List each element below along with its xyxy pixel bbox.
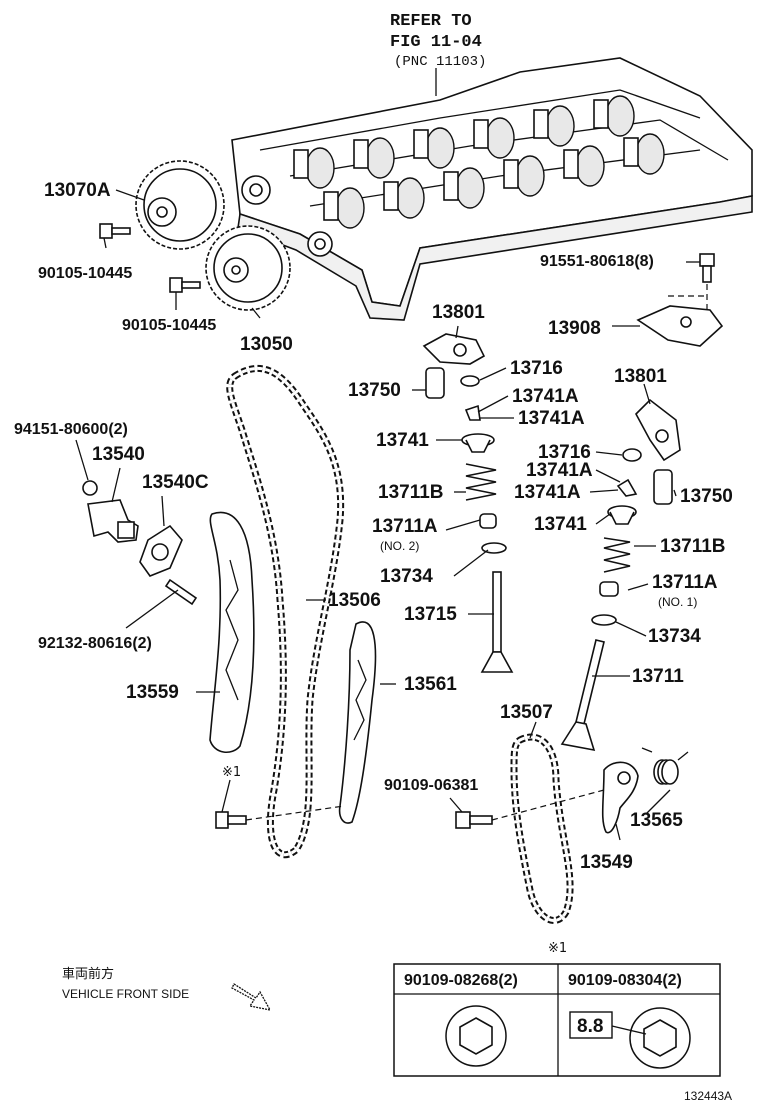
bolt-table: 90109-08268(2) 90109-08304(2) 8.8 — [393, 963, 721, 1077]
spring-13565 — [641, 747, 689, 785]
callout-91551: 91551-80618(8) — [540, 253, 654, 270]
cam-sprocket-13070a — [135, 160, 225, 250]
mark-1-table: ※1 — [548, 941, 567, 956]
callout-90109-06381: 90109-06381 — [384, 777, 478, 794]
cap-13716-a — [460, 375, 480, 387]
bolt-table-col-2: 90109-08304(2) — [568, 972, 682, 989]
callout-13711b-b: 13711B — [660, 536, 726, 557]
callout-13711a-b-note: (NO. 1) — [658, 595, 697, 609]
cylinder-head-assembly — [231, 57, 753, 321]
callout-13050: 13050 — [240, 334, 293, 355]
callout-13711a-a: 13711A — [372, 516, 438, 537]
callout-13715: 13715 — [404, 604, 457, 625]
callout-90105-a: 90105-10445 — [38, 265, 132, 282]
seal-13711a-b — [599, 581, 619, 597]
callout-13711: 13711 — [632, 666, 684, 687]
callouts: 13070A 90105-10445 90105-10445 13050 915… — [14, 180, 733, 956]
keeper-13741a-b — [616, 478, 638, 497]
mark-1-bolt: ※1 — [222, 765, 241, 780]
hex-bolt-head-icon — [445, 1005, 507, 1067]
bracket-13908 — [636, 305, 724, 347]
stud-92132 — [164, 578, 198, 606]
refer-note: REFER TO FIG 11-04 (PNC 11103) — [390, 12, 486, 70]
gasket-13540c — [139, 524, 183, 577]
retainer-13741-b — [607, 505, 637, 525]
callout-13734-a: 13734 — [380, 566, 433, 587]
callout-13741a-c: 13741A — [526, 460, 593, 481]
refer-line-3: (PNC 11103) — [394, 54, 486, 70]
callout-13565: 13565 — [630, 810, 683, 831]
bolt-table-col-1: 90109-08268(2) — [404, 972, 518, 989]
callout-13741a-a: 13741A — [512, 386, 579, 407]
callout-13506: 13506 — [328, 590, 381, 611]
rocker-arm-13801-a — [422, 333, 486, 365]
callout-13711a-a-note: (NO. 2) — [380, 539, 419, 553]
callout-13750-b: 13750 — [680, 486, 733, 507]
callout-13734-b: 13734 — [648, 626, 701, 647]
bolt-90105-a — [99, 223, 131, 239]
chain-guide-13561 — [338, 621, 377, 824]
callout-13716-b: 13716 — [538, 442, 591, 463]
callout-13741a-d: 13741A — [514, 482, 581, 503]
direction-jp: 車両前方 — [62, 966, 114, 982]
valve-13711 — [560, 639, 605, 752]
callout-13561: 13561 — [404, 674, 457, 695]
cap-13716-b — [622, 448, 642, 462]
timing-chain-13506 — [226, 364, 345, 859]
callout-13750-a: 13750 — [348, 380, 401, 401]
seal-13711a-a — [479, 513, 497, 529]
seat-13734-b — [591, 614, 617, 626]
leader-lines — [75, 68, 700, 841]
spring-13711b-b — [603, 537, 631, 573]
refer-line-2: FIG 11-04 — [390, 33, 482, 52]
callout-13801-a: 13801 — [432, 302, 485, 323]
bolt-90109-06381 — [455, 811, 493, 829]
valve-13715 — [480, 571, 514, 673]
cam-sprocket-13050 — [205, 225, 291, 311]
front-arrow-icon — [231, 983, 272, 1011]
callout-13741a-b: 13741A — [518, 408, 585, 429]
callout-13540c: 13540C — [142, 472, 209, 493]
callout-92132: 92132-80616(2) — [38, 635, 152, 652]
front-direction-legend: 車両前方 VEHICLE FRONT SIDE — [62, 966, 272, 1011]
callout-13711b-a: 13711B — [378, 482, 444, 503]
callout-90105-b: 90105-10445 — [122, 317, 216, 334]
retainer-13741-a — [461, 433, 495, 453]
bearing-caps — [293, 99, 639, 221]
callout-13540: 13540 — [92, 444, 145, 465]
tensioner-arm-13559 — [209, 511, 255, 753]
bolt-mark-1 — [215, 811, 247, 829]
oil-pump-chain-13507 — [510, 733, 574, 924]
spring-13711b-a — [465, 463, 497, 501]
graded-bolt-head-icon: 8.8 — [569, 1007, 691, 1069]
callout-13741-b: 13741 — [534, 514, 587, 535]
callout-13507: 13507 — [500, 702, 553, 723]
lash-adjuster-13750-a — [425, 367, 445, 399]
keeper-13741a-a — [464, 404, 481, 421]
bolt-91551 — [699, 253, 715, 283]
bolt-grade-label: 8.8 — [577, 1016, 603, 1037]
callout-13801-b: 13801 — [614, 366, 667, 387]
callout-13908: 13908 — [548, 318, 601, 339]
callout-94151: 94151-80600(2) — [14, 421, 128, 438]
callout-13711a-b: 13711A — [652, 572, 718, 593]
tensioner-13540 — [87, 499, 139, 543]
figure-id: 132443A — [684, 1089, 732, 1103]
refer-line-1: REFER TO — [390, 12, 472, 31]
callout-13716-a: 13716 — [510, 358, 563, 379]
bolt-90105-b — [169, 277, 201, 293]
callout-13741-a: 13741 — [376, 430, 429, 451]
callout-13549: 13549 — [580, 852, 633, 873]
tensioner-13549 — [601, 761, 639, 834]
callout-13559: 13559 — [126, 682, 179, 703]
lash-adjuster-13750-b — [653, 469, 673, 505]
rocker-arm-13801-b — [635, 398, 681, 462]
direction-en: VEHICLE FRONT SIDE — [62, 987, 189, 1001]
bolt-94151 — [82, 480, 98, 496]
callout-13070a: 13070A — [44, 180, 111, 201]
